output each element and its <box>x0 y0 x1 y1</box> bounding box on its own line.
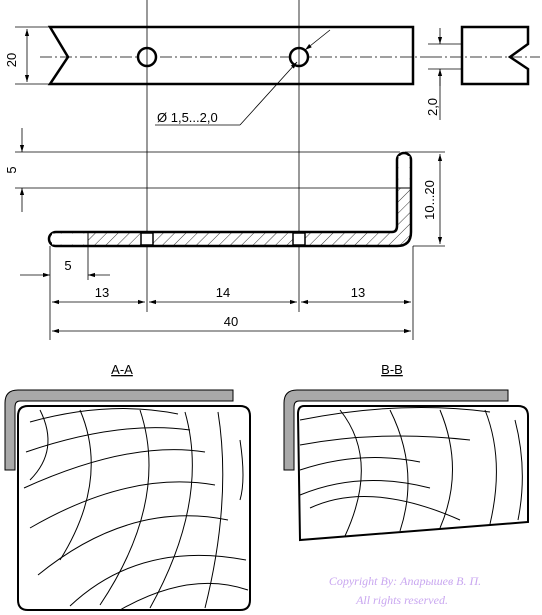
bracket-section <box>47 151 413 248</box>
section-b-label: В-В <box>381 362 403 377</box>
dim-height-range: 10...20 <box>422 180 437 220</box>
dim-hole-diameter: Ø 1,5...2,0 <box>157 110 218 125</box>
copyright-line-2: All rights reserved. <box>355 593 448 607</box>
dim-total-length: 40 <box>224 314 238 329</box>
dim-seg-right: 13 <box>351 285 365 300</box>
side-view: 2,0 <box>425 25 540 120</box>
dim-seg-middle: 14 <box>216 285 230 300</box>
unhatched-left-end <box>52 233 88 245</box>
side-view-outline <box>460 25 530 86</box>
diameter-leader-arrow-top <box>304 29 331 51</box>
section-b-wood <box>296 405 529 542</box>
dim-notch-depth: 2,0 <box>425 98 440 116</box>
section-a-grain <box>23 408 249 611</box>
front-view: 5 10...20 5 13 14 13 40 <box>4 128 445 340</box>
diameter-leader <box>239 61 298 126</box>
hole-cut-right <box>292 232 306 246</box>
section-a-wood <box>17 405 251 611</box>
dim-horizontal-5: 5 <box>64 258 71 273</box>
copyright-watermark: Copyright By: Апарышев В. П. All rights … <box>329 574 481 607</box>
section-a: А-А <box>4 362 251 611</box>
section-b-grain <box>299 407 523 537</box>
hole-cut-left <box>140 232 154 246</box>
section-b: В-В <box>283 362 529 542</box>
top-view: 20 Ø 1,5...2,0 <box>4 0 430 312</box>
top-view-outline <box>47 25 415 86</box>
unhatched-vertical-top <box>398 156 410 188</box>
section-a-bracket <box>4 389 234 471</box>
dim-height-20: 20 <box>4 53 19 67</box>
dim-vertical-5: 5 <box>4 166 19 173</box>
section-a-label: А-А <box>111 362 133 377</box>
dim-seg-left: 13 <box>95 285 109 300</box>
section-b-bracket <box>283 389 509 471</box>
copyright-line-1: Copyright By: Апарышев В. П. <box>329 574 481 588</box>
